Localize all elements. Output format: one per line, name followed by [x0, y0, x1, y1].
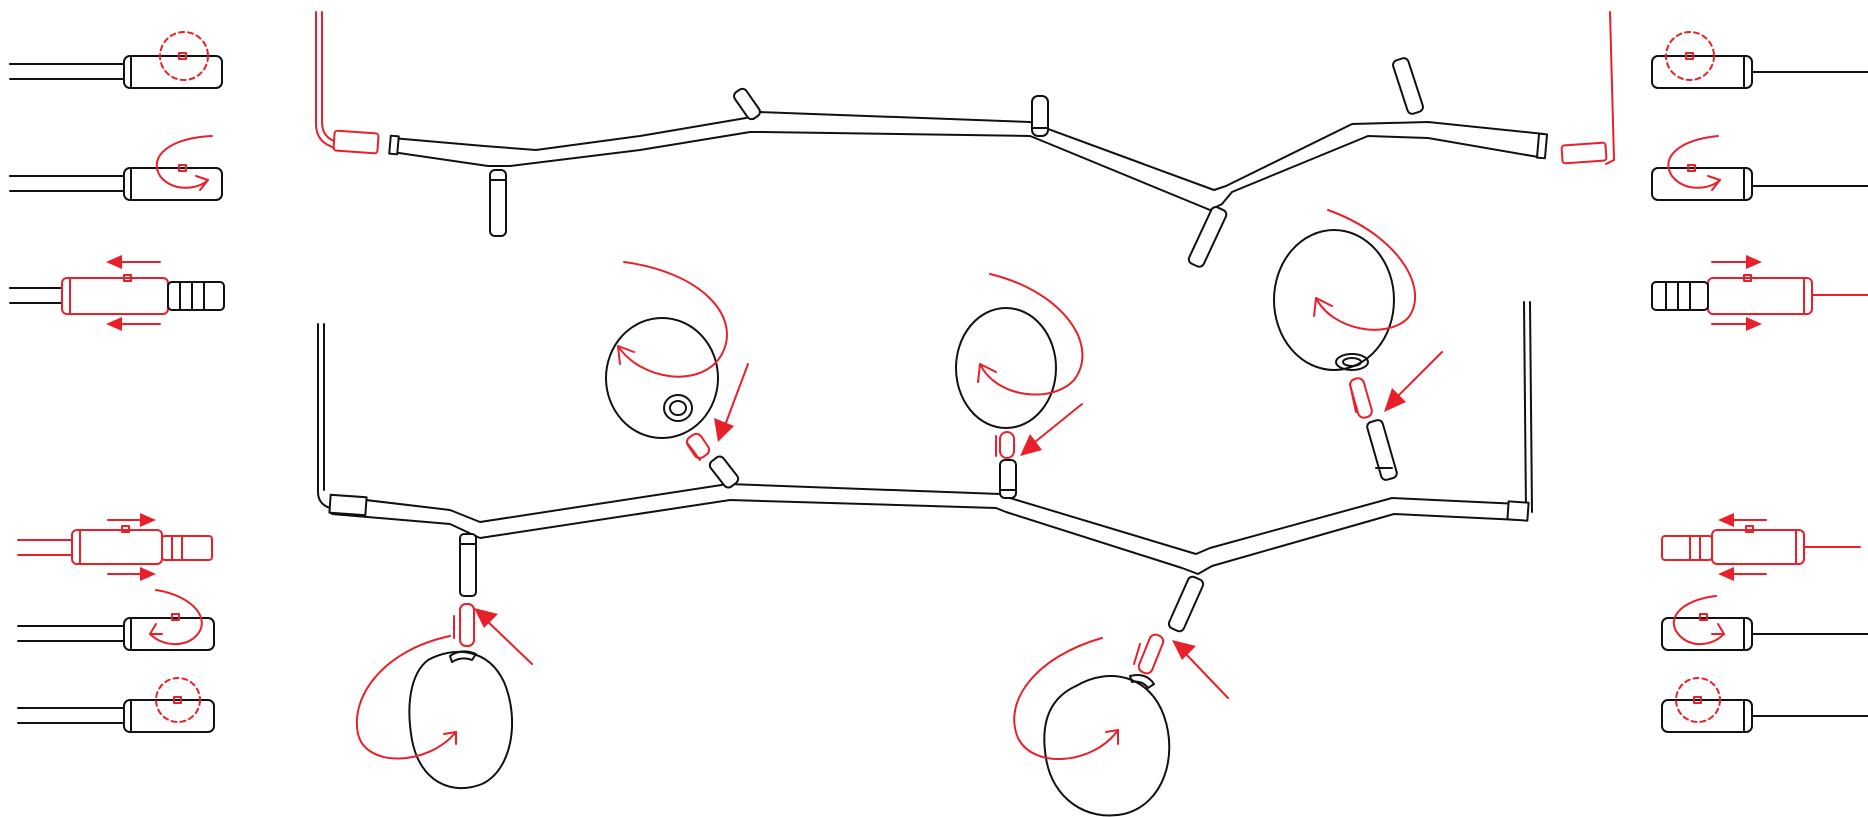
left-step-6-socket	[17, 677, 215, 733]
socket-icon	[159, 31, 209, 81]
globe-2	[955, 273, 1084, 459]
insert-arrow-icon	[714, 418, 734, 442]
left-step-3-slide	[9, 255, 225, 331]
left-steps	[9, 31, 225, 733]
rotate-arrow-icon	[617, 261, 728, 378]
right-step-4-slide	[1661, 513, 1861, 581]
globe-5	[1013, 633, 1229, 817]
left-plug	[332, 129, 380, 155]
right-step-2-rotate	[1651, 135, 1868, 201]
slide-sleeve-icon	[61, 277, 169, 315]
bottom-arm	[331, 483, 1521, 575]
right-step-6-socket	[1661, 677, 1868, 733]
right-step-5-rotate	[1661, 595, 1868, 651]
right-cable	[1605, 11, 1615, 165]
bottom-fixture	[317, 301, 1533, 633]
right-step-1-socket	[1651, 31, 1868, 89]
left-step-5-rotate	[17, 589, 215, 651]
rotate-icon	[155, 135, 213, 189]
left-cable	[315, 11, 335, 149]
globe-1	[605, 261, 749, 461]
globe-4	[355, 603, 533, 789]
top-arm	[391, 111, 1545, 211]
left-step-1-socket	[9, 31, 223, 89]
left-step-4-slide	[17, 513, 213, 581]
top-fixture-frame	[315, 11, 1615, 268]
left-step-2-rotate	[9, 135, 223, 201]
right-plug	[1560, 141, 1608, 165]
globe-3	[1273, 209, 1443, 419]
right-step-3-slide	[1651, 255, 1868, 331]
stem	[489, 169, 507, 237]
right-steps	[1651, 31, 1868, 733]
